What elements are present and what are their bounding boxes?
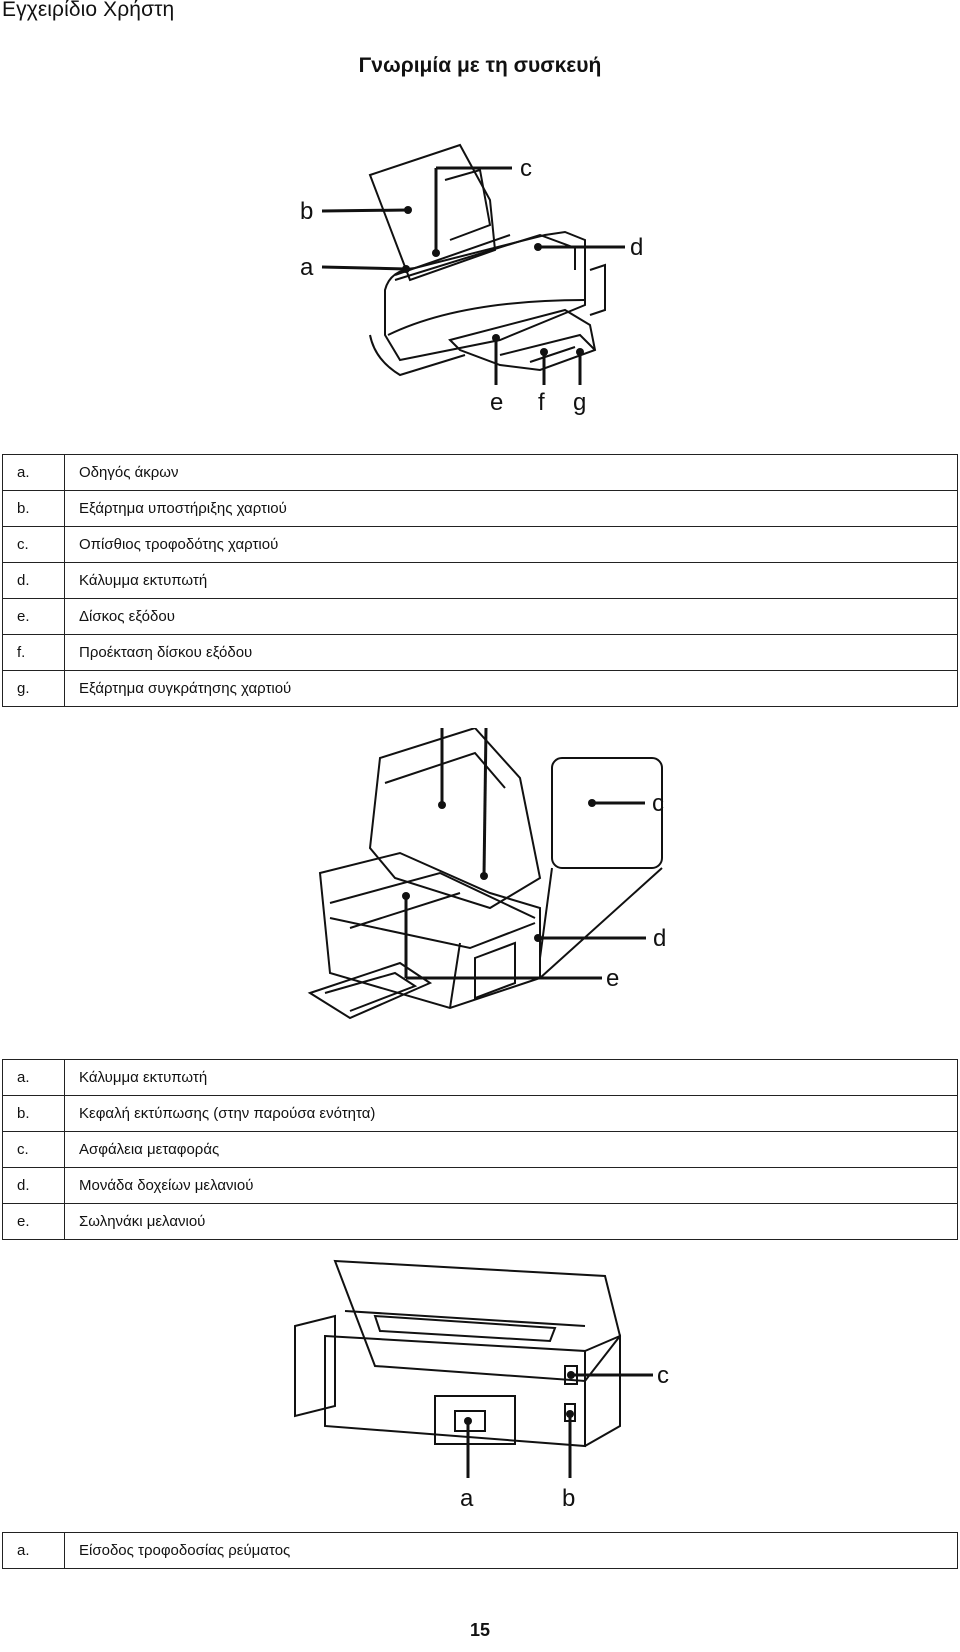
legend-table-3: a.Είσοδος τροφοδοσίας ρεύματος: [2, 1532, 958, 1569]
legend-key: e.: [2, 1203, 65, 1240]
legend-key: c.: [2, 1131, 65, 1168]
legend-key: a.: [2, 1059, 65, 1096]
callout-d: d: [653, 925, 666, 952]
legend-row: f.Προέκταση δίσκου εξόδου: [2, 634, 958, 671]
callout-a: a: [300, 254, 314, 281]
section-title: Γνωριμία με τη συσκευή: [358, 54, 602, 77]
legend-row: a.Κάλυμμα εκτυπωτή: [2, 1059, 958, 1096]
callout-g: g: [573, 389, 586, 416]
callout-e: e: [606, 965, 619, 992]
callout-b: b: [300, 198, 313, 225]
legend-row: b.Κεφαλή εκτύπωσης (στην παρούσα ενότητα…: [2, 1095, 958, 1132]
printer-open-figure: a b c d e: [290, 728, 710, 1038]
legend-row: d.Μονάδα δοχείων μελανιού: [2, 1167, 958, 1204]
printer-rear-figure: a b c: [285, 1256, 705, 1516]
legend-text: Οπίσθιος τροφοδότης χαρτιού: [64, 526, 958, 563]
legend-text: Εξάρτημα συγκράτησης χαρτιού: [64, 670, 958, 707]
legend-3-body: a.Είσοδος τροφοδοσίας ρεύματος: [2, 1532, 958, 1569]
callout-a: a: [460, 1485, 474, 1512]
legend-row: e.Δίσκος εξόδου: [2, 598, 958, 635]
legend-row: c.Οπίσθιος τροφοδότης χαρτιού: [2, 526, 958, 563]
callout-c: c: [657, 1362, 669, 1389]
legend-key: c.: [2, 526, 65, 563]
legend-text: Κεφαλή εκτύπωσης (στην παρούσα ενότητα): [64, 1095, 958, 1132]
callout-e: e: [490, 389, 503, 416]
legend-key: b.: [2, 1095, 65, 1132]
legend-text: Δίσκος εξόδου: [64, 598, 958, 635]
callout-c: c: [520, 155, 532, 182]
legend-key: b.: [2, 490, 65, 527]
legend-key: e.: [2, 598, 65, 635]
legend-text: Μονάδα δοχείων μελανιού: [64, 1167, 958, 1204]
legend-text: Εξάρτημα υποστήριξης χαρτιού: [64, 490, 958, 527]
legend-key: d.: [2, 562, 65, 599]
legend-key: a.: [2, 454, 65, 491]
legend-key: f.: [2, 634, 65, 671]
legend-key: a.: [2, 1532, 65, 1569]
legend-text: Ασφάλεια μεταφοράς: [64, 1131, 958, 1168]
running-header: Εγχειρίδιο Χρήστη: [2, 0, 175, 21]
legend-text: Είσοδος τροφοδοσίας ρεύματος: [64, 1532, 958, 1569]
legend-row: a.Είσοδος τροφοδοσίας ρεύματος: [2, 1532, 958, 1569]
legend-row: a.Οδηγός άκρων: [2, 454, 958, 491]
callout-c: c: [652, 790, 664, 817]
legend-text: Προέκταση δίσκου εξόδου: [64, 634, 958, 671]
legend-row: d.Κάλυμμα εκτυπωτή: [2, 562, 958, 599]
callout-d: d: [630, 234, 643, 261]
legend-row: e.Σωληνάκι μελανιού: [2, 1203, 958, 1240]
legend-text: Κάλυμμα εκτυπωτή: [64, 1059, 958, 1096]
legend-key: d.: [2, 1167, 65, 1204]
callout-f: f: [538, 389, 545, 416]
legend-text: Σωληνάκι μελανιού: [64, 1203, 958, 1240]
legend-key: g.: [2, 670, 65, 707]
legend-row: b.Εξάρτημα υποστήριξης χαρτιού: [2, 490, 958, 527]
legend-row: c.Ασφάλεια μεταφοράς: [2, 1131, 958, 1168]
legend-text: Κάλυμμα εκτυπωτή: [64, 562, 958, 599]
page-number: 15: [469, 1620, 491, 1640]
callout-a: a: [435, 728, 449, 732]
legend-text: Οδηγός άκρων: [64, 454, 958, 491]
printer-front-figure: a b c d e f g: [300, 140, 700, 440]
legend-row: g.Εξάρτημα συγκράτησης χαρτιού: [2, 670, 958, 707]
callout-b: b: [562, 1485, 575, 1512]
callout-b: b: [478, 728, 491, 732]
